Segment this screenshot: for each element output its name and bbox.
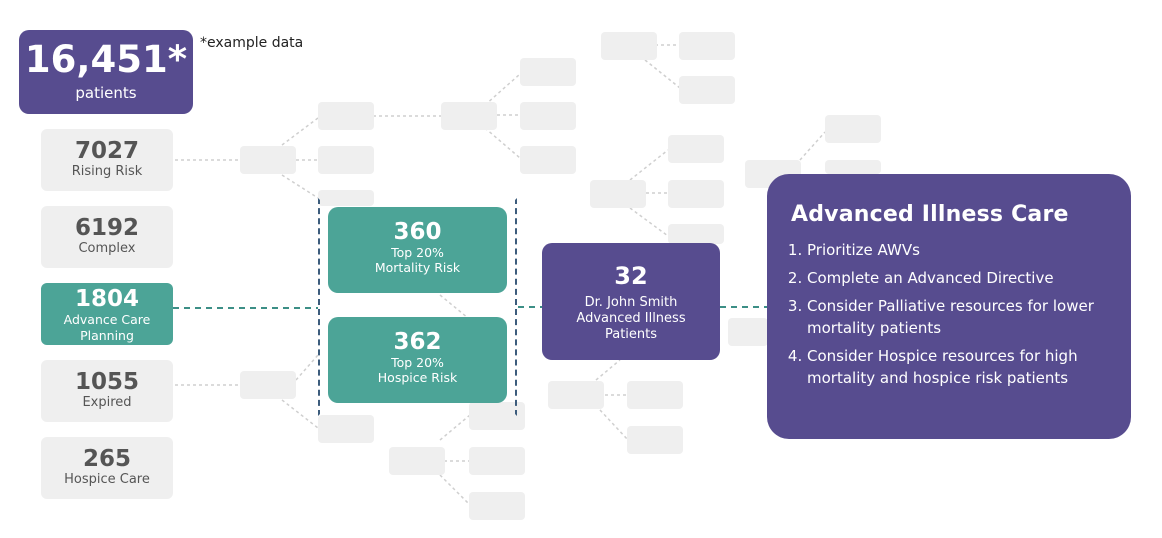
category-complex: 6192 Complex [41, 206, 173, 268]
placeholder-box [520, 146, 576, 174]
placeholder-box [469, 447, 525, 475]
placeholder-box [679, 76, 735, 104]
placeholder-box [240, 371, 296, 399]
advanced-illness-care-panel: Advanced Illness Care Prioritize AWVs Co… [767, 174, 1131, 439]
placeholder-box [728, 318, 768, 346]
doctor-line: Patients [604, 327, 658, 342]
category-label: Advance Care Planning [63, 312, 151, 343]
placeholder-box [601, 32, 657, 60]
care-step: Complete an Advanced Directive [807, 267, 1107, 289]
segment-line: Top 20% [391, 245, 444, 260]
placeholder-box [627, 381, 683, 409]
category-advance-care-planning: 1804 Advance Care Planning [41, 283, 173, 345]
placeholder-box [441, 102, 497, 130]
care-step-text: Consider Hospice resources for high mort… [807, 347, 1078, 387]
category-hospice-care: 265 Hospice Care [41, 437, 173, 499]
category-value: 7027 [74, 138, 139, 164]
placeholder-box [825, 115, 881, 143]
segment-group-outline [318, 198, 517, 416]
placeholder-box [679, 32, 735, 60]
placeholder-box [520, 102, 576, 130]
total-patients-value: 16,451* [24, 38, 188, 81]
category-label: Hospice Care [64, 472, 150, 487]
placeholder-box [668, 180, 724, 208]
placeholder-box [590, 180, 646, 208]
care-step: Consider Palliative resources for lower … [807, 295, 1107, 339]
category-label: Expired [82, 395, 132, 410]
placeholder-box [825, 160, 881, 174]
segment-mortality-risk: 360 Top 20% Mortality Risk [328, 207, 507, 293]
doctor-patients-value: 32 [614, 262, 648, 290]
category-value: 6192 [74, 215, 139, 241]
category-rising-risk: 7027 Rising Risk [41, 129, 173, 191]
example-data-note: *example data [200, 35, 304, 51]
care-panel-title: Advanced Illness Care [791, 202, 1069, 227]
category-label: Rising Risk [71, 164, 143, 179]
placeholder-box [389, 447, 445, 475]
doctor-patients-card: 32 Dr. John Smith Advanced Illness Patie… [542, 243, 720, 360]
care-step: Prioritize AWVs [807, 239, 1107, 261]
placeholder-box [240, 146, 296, 174]
doctor-line: Advanced Illness [576, 311, 686, 326]
care-step-text: Complete an Advanced Directive [807, 269, 1054, 287]
care-step: Consider Hospice resources for high mort… [807, 345, 1107, 389]
placeholder-box [668, 135, 724, 163]
placeholder-box [548, 381, 604, 409]
total-patients-card: 16,451* patients [19, 30, 193, 114]
doctor-name: Dr. John Smith [584, 295, 678, 310]
segment-line: Hospice Risk [377, 370, 458, 385]
placeholder-box [318, 146, 374, 174]
segment-line: Top 20% [391, 355, 444, 370]
category-expired: 1055 Expired [41, 360, 173, 422]
placeholder-box [668, 224, 724, 244]
placeholder-box [318, 415, 374, 443]
care-step-text: Prioritize AWVs [807, 241, 920, 259]
care-step-text: Consider Palliative resources for lower … [807, 297, 1094, 337]
category-label: Complex [78, 241, 136, 256]
segment-value: 360 [393, 219, 442, 245]
total-patients-label: patients [75, 84, 137, 102]
category-value: 265 [82, 446, 131, 472]
placeholder-box [520, 58, 576, 86]
category-value: 1804 [74, 286, 139, 312]
placeholder-box [318, 102, 374, 130]
care-steps-list: Prioritize AWVs Complete an Advanced Dir… [791, 239, 1107, 389]
segment-value: 362 [393, 329, 442, 355]
segment-hospice-risk: 362 Top 20% Hospice Risk [328, 317, 507, 403]
segment-line: Mortality Risk [374, 260, 461, 275]
placeholder-box [469, 492, 525, 520]
placeholder-box [318, 190, 374, 206]
placeholder-box [627, 426, 683, 454]
category-value: 1055 [74, 369, 139, 395]
